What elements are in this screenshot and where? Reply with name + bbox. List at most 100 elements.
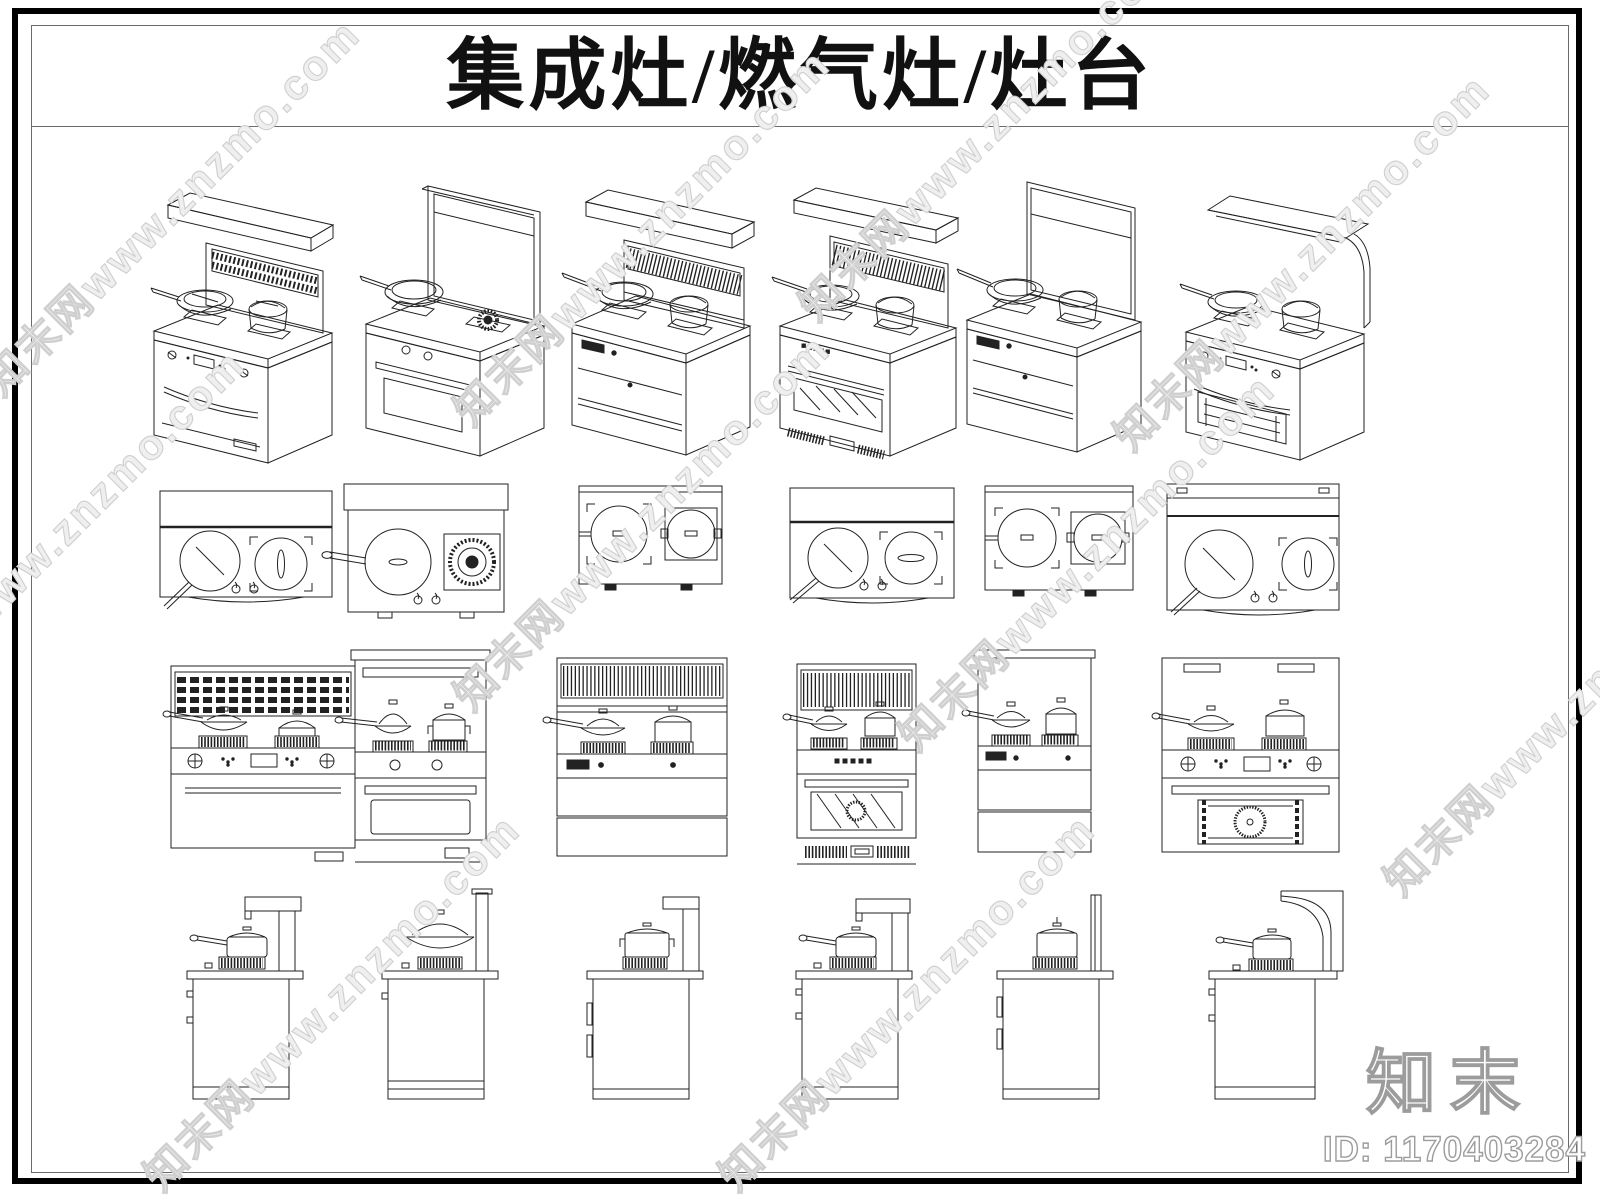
cabinet (365, 332, 545, 457)
control-band (977, 745, 1092, 771)
fig-side-4 (780, 885, 925, 1110)
pot-burner (860, 701, 898, 750)
knob-icons (231, 581, 259, 594)
outer-border (12, 8, 1582, 1184)
wok-pan (561, 272, 654, 320)
panel (1090, 894, 1102, 972)
sheet-id: ID: 1170403284 (1322, 1130, 1586, 1169)
cabinet (586, 970, 704, 1100)
pot (660, 507, 722, 561)
pot (249, 536, 313, 592)
fig-iso-1 (148, 183, 353, 464)
cabinet (381, 970, 499, 1100)
drawers (556, 777, 728, 857)
fig-side-5-svg (996, 894, 1114, 1100)
wok-pan (956, 268, 1044, 315)
fig-front-5 (961, 648, 1097, 860)
backsplash (1026, 181, 1136, 321)
title-band: 集成灶/燃气灶/灶台 (32, 26, 1568, 127)
cooktop (1184, 305, 1366, 370)
pot (798, 926, 877, 958)
pot-burner (650, 705, 694, 755)
fig-side-6 (1195, 885, 1345, 1110)
lidded-pot (666, 295, 714, 336)
knob-icons (859, 578, 887, 591)
cabinet (779, 334, 957, 460)
cooktop (152, 304, 334, 369)
fig-top-5 (983, 484, 1135, 597)
knob-icons (413, 592, 441, 605)
fig-top-3 (577, 484, 724, 592)
fig-iso-1-svg (150, 192, 335, 464)
fig-top-4 (788, 486, 956, 604)
fig-iso-4-svg (771, 187, 960, 460)
control-band (1161, 749, 1340, 779)
wok-burner (162, 706, 248, 749)
pot (1036, 917, 1078, 958)
control-band (796, 749, 917, 775)
fig-top-5-svg (984, 485, 1134, 597)
pot-burner (1041, 697, 1079, 747)
fig-iso-2 (359, 178, 552, 457)
fig-front-4 (782, 652, 920, 870)
pot (1066, 511, 1130, 565)
bottom-vents (797, 837, 916, 865)
fig-front-2 (334, 648, 492, 868)
curved-canopy (1206, 195, 1371, 329)
oven-door (354, 777, 487, 863)
fig-iso-3-svg (561, 189, 756, 456)
cabinet (996, 970, 1114, 1100)
pot (189, 926, 268, 958)
fig-top-2 (321, 482, 510, 620)
fig-front-3 (542, 648, 731, 863)
pan (1170, 529, 1254, 616)
cabinet (795, 970, 913, 1100)
fig-side-1 (175, 885, 315, 1110)
fig-top-6 (1163, 482, 1343, 616)
pot (1278, 537, 1338, 591)
pan (789, 527, 869, 604)
fig-front-1-svg (162, 665, 356, 862)
lidded-pot (1055, 290, 1103, 330)
fig-iso-6-svg (1179, 195, 1371, 461)
fig-side-5 (985, 885, 1125, 1110)
pot (879, 531, 943, 585)
gas-burner (464, 309, 512, 333)
fig-side-2-svg (381, 888, 499, 1100)
fig-top-6-svg (1166, 483, 1340, 616)
pan (163, 530, 241, 610)
control-band (556, 753, 728, 779)
duct (471, 888, 493, 972)
znm-logo: 知末 (1365, 1044, 1534, 1122)
wok-burner (1151, 705, 1235, 751)
pan (579, 503, 652, 565)
pot-burner (1261, 699, 1307, 751)
fig-iso-6 (1178, 180, 1373, 461)
fig-side-2 (370, 885, 510, 1110)
control-band (354, 751, 487, 779)
pot (619, 922, 675, 958)
fig-front-6-svg (1151, 657, 1340, 853)
wok (405, 909, 475, 949)
fan-oven-door (1161, 777, 1340, 853)
control-band (170, 747, 356, 775)
fig-side-3-svg (586, 896, 704, 1100)
oven-door (170, 773, 356, 862)
fig-front-6 (1151, 648, 1343, 866)
fig-front-5-svg (961, 649, 1096, 853)
fig-top-4-svg (789, 487, 955, 604)
wok-burner (782, 706, 848, 750)
wok-pan (359, 275, 444, 317)
backsplash (421, 185, 541, 327)
pot (1215, 928, 1292, 960)
knob-icons (1250, 590, 1278, 603)
wok-burner (961, 701, 1031, 747)
cabinet (153, 339, 333, 464)
hood (584, 189, 756, 329)
fig-iso-5 (956, 180, 1145, 453)
fig-top-1-svg (159, 490, 333, 610)
fig-top-1 (158, 487, 338, 610)
fig-top-2-svg (321, 483, 509, 619)
fig-top-3-svg (578, 485, 723, 591)
